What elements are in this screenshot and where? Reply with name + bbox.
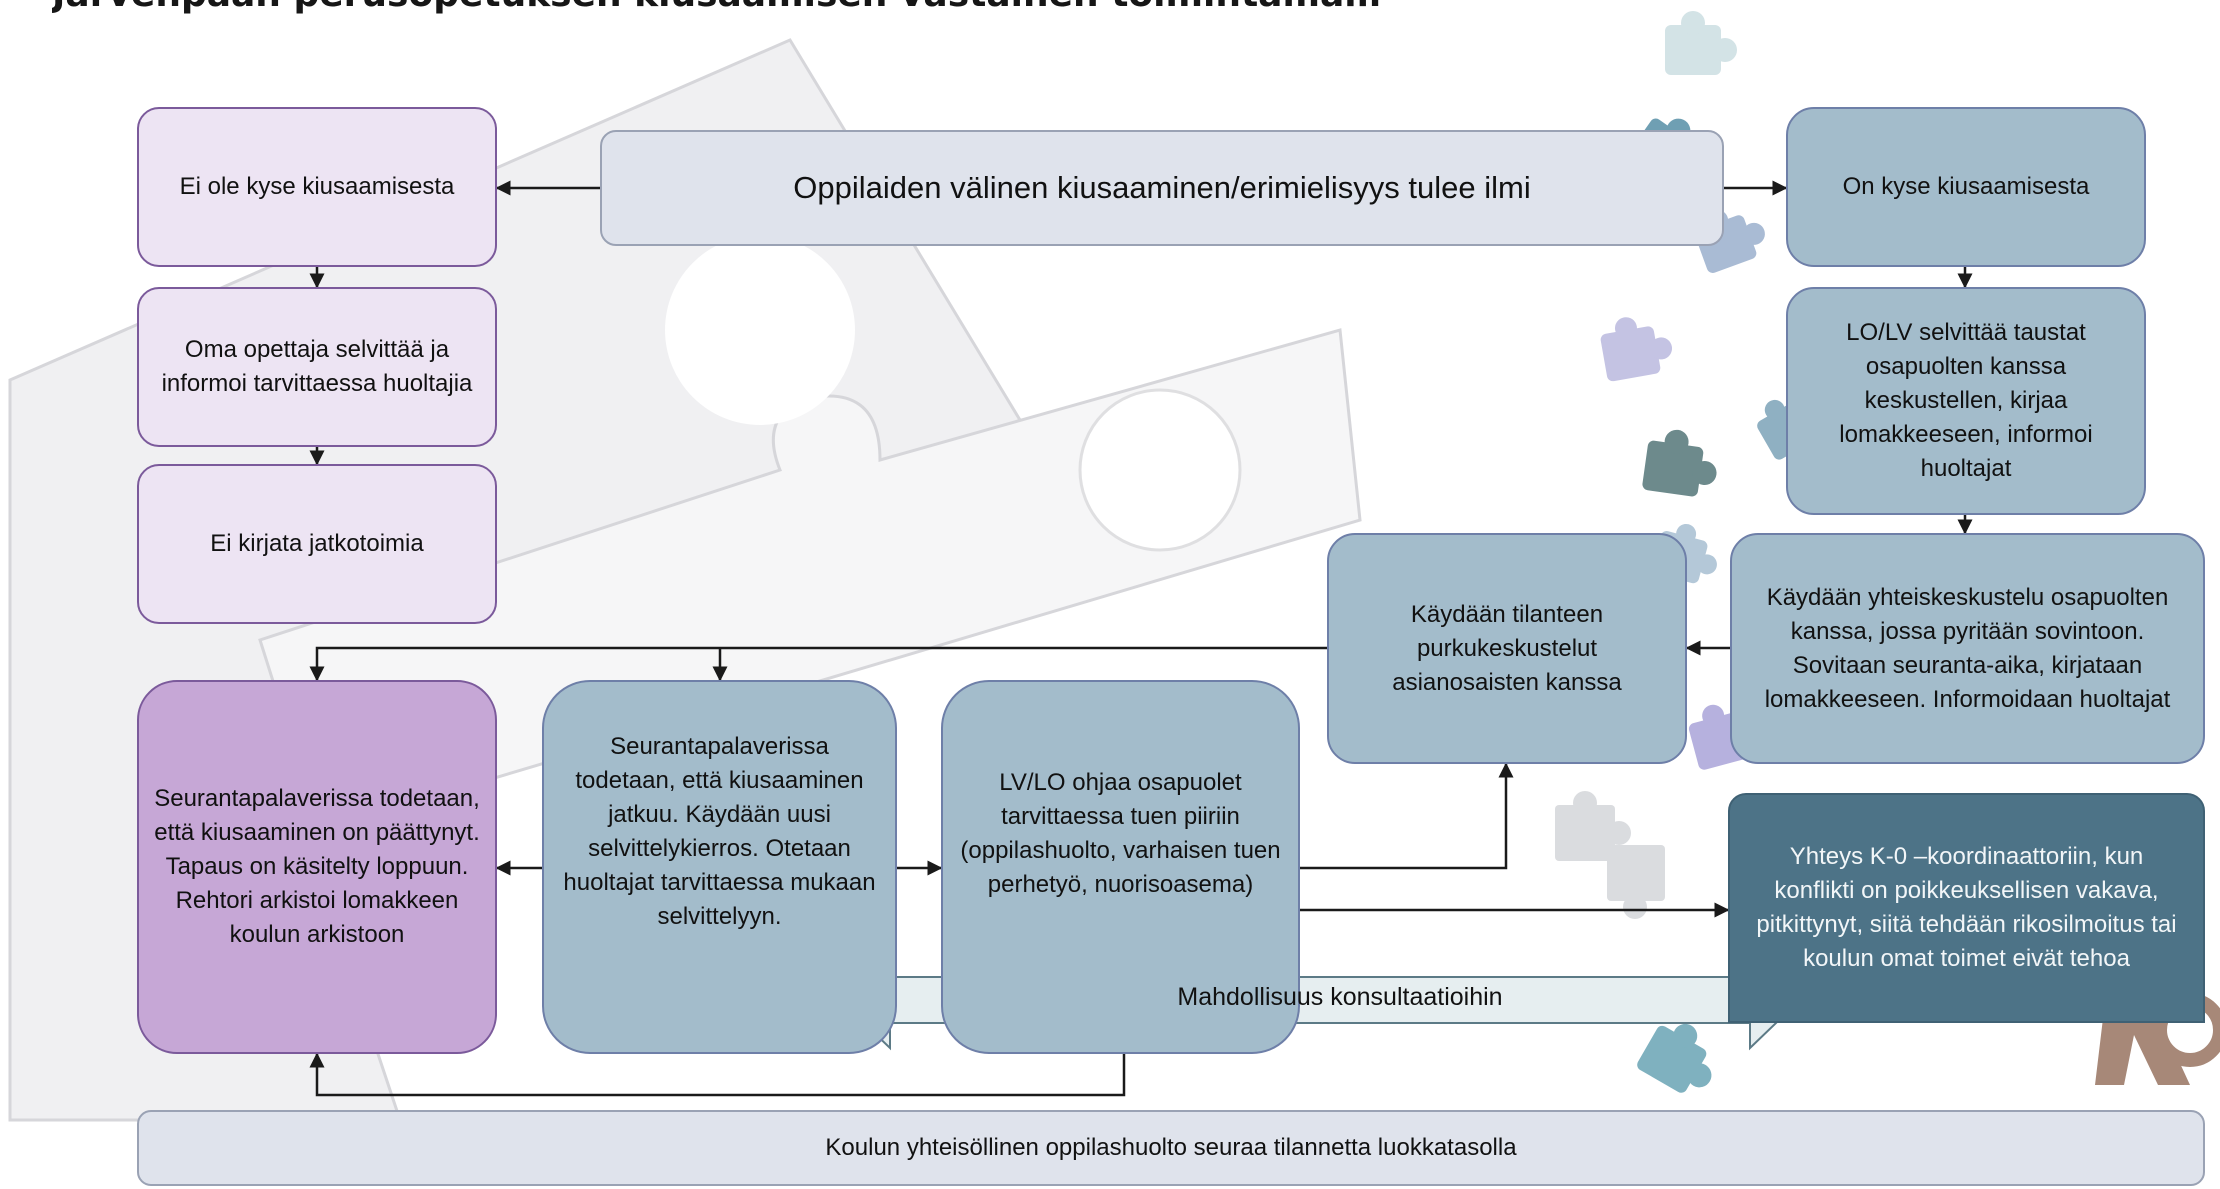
puzzle-piece-icon	[1642, 429, 1717, 497]
puzzle-piece-icon	[1600, 317, 1673, 382]
lolv-investigates-box: LO/LV selvittää taustat osapuolten kanss…	[1786, 287, 2146, 515]
puzzle-piece-icon	[1665, 11, 1737, 75]
puzzle-piece-icon	[1637, 1023, 1712, 1093]
teacher-informs-box: Oma opettaja selvittää ja informoi tarvi…	[137, 287, 497, 447]
bullying-continues-box: Seurantapalaverissa todetaan, että kiusa…	[542, 680, 897, 1054]
joint-discussion-box: Käydään yhteiskeskustelu osapuolten kans…	[1730, 533, 2205, 764]
incident-box: Oppilaiden välinen kiusaaminen/erimielis…	[600, 130, 1724, 246]
is-bullying-box: On kyse kiusaamisesta	[1786, 107, 2146, 267]
no-followup-box: Ei kirjata jatkotoimia	[137, 464, 497, 624]
koordinator-contact-box: Yhteys K-0 –koordinaattoriin, kun konfli…	[1728, 793, 2205, 1023]
community-care-box: Koulun yhteisöllinen oppilashuolto seura…	[137, 1110, 2205, 1186]
support-referral-box: LV/LO ohjaa osapuolet tarvittaessa tuen …	[941, 680, 1300, 1054]
bullying-ended-box: Seurantapalaverissa todetaan, että kiusa…	[137, 680, 497, 1054]
puzzle-piece-icon	[1555, 791, 1665, 919]
debrief-box: Käydään tilanteen purkukeskustelut asian…	[1327, 533, 1687, 764]
page-title: Järvenpään perusopetuksen kiusaamisen va…	[52, 0, 1552, 14]
consultation-label: Mahdollisuus konsultaatioihin	[1177, 982, 1503, 1011]
not-bullying-box: Ei ole kyse kiusaamisesta	[137, 107, 497, 267]
